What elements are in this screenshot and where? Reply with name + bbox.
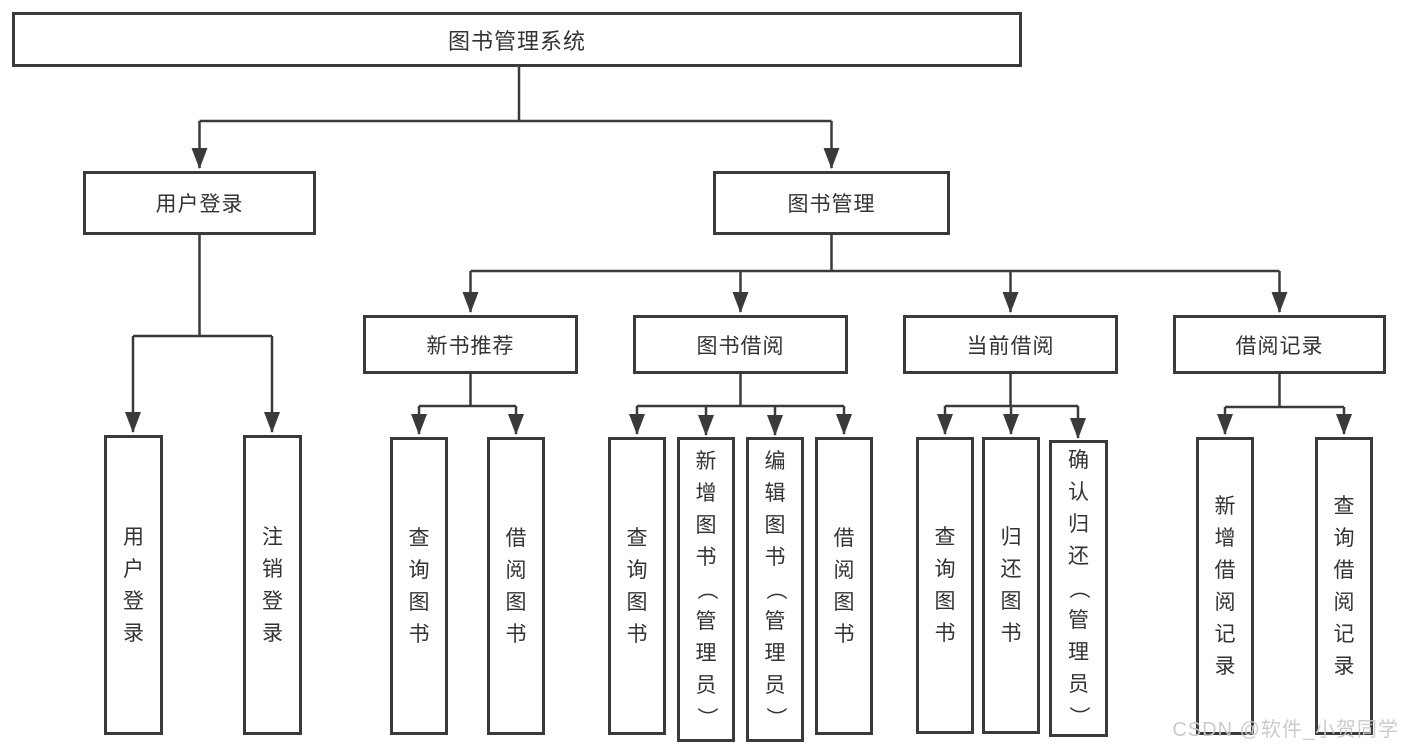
leaf-query-borrow-record-label: 查询借阅记录	[1333, 494, 1355, 678]
leaf-add-borrow-record-label: 新增借阅记录	[1214, 494, 1236, 678]
leaf-borrow-query-books-label: 查询图书	[626, 526, 648, 646]
leaf-confirm-return-admin-label: 确认归还（管理员）	[1067, 449, 1090, 727]
leaf-newbook-borrow-books-label: 借阅图书	[505, 526, 527, 646]
node-book-borrowing: 图书借阅	[633, 315, 848, 374]
leaf-add-books-admin-label: 新增图书（管理员）	[694, 450, 718, 728]
leaf-logout-label: 注销登录	[262, 525, 283, 645]
node-new-book-recommend: 新书推荐	[363, 315, 578, 374]
leaf-newbook-query-books: 查询图书	[390, 437, 448, 735]
node-book-borrowing-label: 图书借阅	[696, 334, 785, 358]
leaf-confirm-return-admin: 确认归还（管理员）	[1049, 440, 1108, 737]
node-borrow-records-label: 借阅记录	[1235, 334, 1324, 358]
leaf-return-books-label: 归还图书	[1000, 526, 1022, 645]
leaf-edit-books-admin-label: 编辑图书（管理员）	[763, 450, 787, 728]
leaf-edit-books-admin: 编辑图书（管理员）	[746, 437, 804, 742]
connector-userlogin-to-leaves	[125, 235, 280, 433]
node-book-management-label: 图书管理	[787, 193, 876, 216]
leaf-user-login-label: 用户登录	[123, 525, 144, 645]
node-book-management: 图书管理	[713, 171, 950, 235]
leaf-borrow-query-books: 查询图书	[608, 437, 666, 735]
leaf-current-query-books: 查询图书	[916, 437, 974, 734]
leaf-newbook-borrow-books: 借阅图书	[487, 437, 545, 735]
leaf-logout: 注销登录	[243, 435, 302, 735]
node-borrow-records: 借阅记录	[1173, 315, 1386, 374]
leaf-add-borrow-record: 新增借阅记录	[1196, 437, 1254, 735]
leaf-newbook-query-books-label: 查询图书	[408, 526, 430, 646]
connector-current-to-leaves	[937, 374, 1086, 439]
connector-records-to-leaves	[1217, 374, 1352, 435]
leaf-query-borrow-record: 查询借阅记录	[1315, 437, 1373, 735]
leaf-borrow-books: 借阅图书	[815, 437, 873, 735]
connector-newbook-to-leaves	[411, 374, 524, 435]
connector-borrow-to-leaves	[629, 374, 852, 436]
node-current-borrowing: 当前借阅	[903, 315, 1118, 374]
leaf-return-books: 归还图书	[982, 437, 1040, 734]
connector-bookmgmt-to-level3	[462, 235, 1288, 313]
node-library-system-label: 图书管理系统	[447, 28, 586, 54]
leaf-borrow-books-label: 借阅图书	[833, 526, 855, 646]
leaf-add-books-admin: 新增图书（管理员）	[677, 437, 735, 742]
node-user-login: 用户登录	[83, 171, 316, 235]
node-user-login-label: 用户登录	[155, 193, 244, 216]
leaf-user-login: 用户登录	[104, 435, 163, 735]
csdn-watermark: CSDN @软件_小贺同学	[1172, 719, 1399, 741]
leaf-current-query-books-label: 查询图书	[934, 526, 956, 645]
node-new-book-recommend-label: 新书推荐	[426, 334, 515, 358]
node-current-borrowing-label: 当前借阅	[966, 334, 1055, 358]
node-library-system: 图书管理系统	[12, 12, 1022, 67]
connector-root-to-level2	[191, 66, 840, 169]
